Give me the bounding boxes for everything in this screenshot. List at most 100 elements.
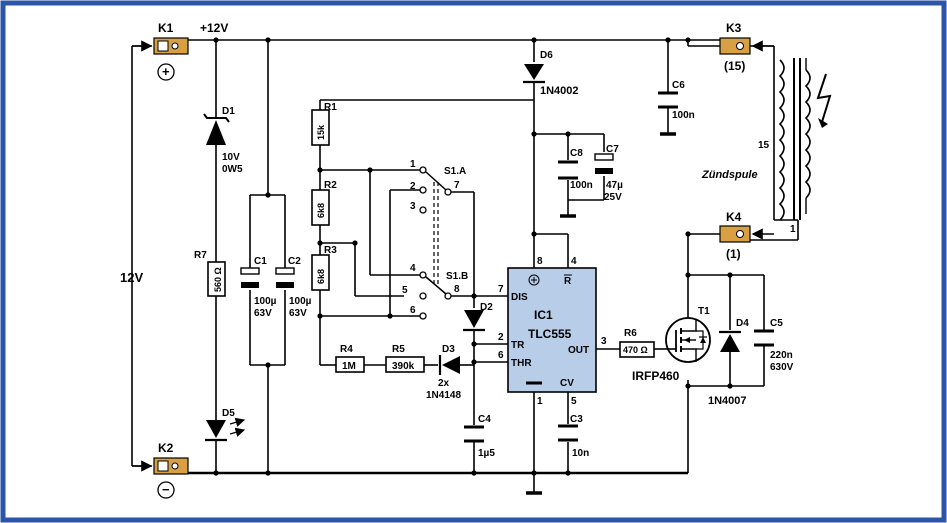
junctions [213,37,733,476]
label-c4: C4 [478,414,491,425]
label-d3-value: 1N4148 [426,390,461,401]
ic-plus-symbol-icon [528,274,540,286]
label-d5: D5 [222,408,235,419]
label-k3: K3 [726,21,742,35]
ic-pin-label-cv: CV [560,378,574,389]
spark-icon [816,73,832,123]
resistor-r2 [311,189,330,226]
label-c8: C8 [570,148,583,159]
label-coil-pin15: 15 [758,140,770,151]
capacitor-c8 [558,160,578,180]
label-r3-value: 6k8 [316,269,326,284]
label-s1a: S1.A [444,166,466,177]
label-c1-v2: 63V [254,308,272,319]
label-s1-p3: 3 [410,201,416,212]
label-r1: R1 [324,102,337,113]
label-r6: R6 [624,328,637,339]
label-minus: − [162,482,170,497]
label-c3: C3 [570,414,583,425]
diode-d2 [463,310,485,332]
resistor-r7 [207,261,226,297]
ic-pin-label-tr: TR [511,340,525,351]
label-c8-value: 100n [570,180,593,191]
ic-pin-8: 8 [537,256,543,267]
ignition-coil [778,58,811,221]
label-c7-v1: 47µ [606,180,623,191]
minus-circle-icon [157,481,175,499]
label-r5: R5 [392,344,405,355]
label-c6: C6 [672,80,685,91]
label-s1-p8: 8 [454,284,460,295]
ic-pin-1: 1 [537,396,543,407]
ic-pin-label-r: R [564,276,572,287]
label-c2-v1: 100µ [289,296,312,307]
ic-pin-label-out: OUT [568,345,589,356]
label-c3-value: 10n [572,448,589,459]
label-c7: C7 [606,144,619,155]
plus-circle-icon [157,63,175,81]
label-t1: T1 [698,306,710,317]
connector-k4 [719,225,751,243]
label-k4: K4 [726,210,742,224]
label-r4: R4 [340,344,353,355]
connector-k3 [719,37,751,55]
ic-pin-7: 7 [498,284,504,295]
resistor-r6 [619,341,655,358]
capacitor-c5 [754,329,774,347]
label-c2: C2 [288,256,301,267]
capacitor-c4 [464,425,484,443]
label-r1-value: 15k [316,124,326,140]
label-supply-rail: +12V [200,21,228,35]
zener-diode-d1 [203,113,230,145]
switch-wipers [425,171,447,295]
switch-gang-link [433,182,439,286]
label-r6-value: 470 Ω [623,345,648,355]
ic-pin-3: 3 [601,336,607,347]
input-arrows [132,40,774,472]
ic-pin-6: 6 [498,350,504,361]
mosfet-t1 [665,317,711,363]
label-t1-part: IRFP460 [632,369,680,383]
label-c5-v1: 220n [770,350,793,361]
label-s1-p2: 2 [410,181,416,192]
wires [131,39,799,495]
label-d3-qty: 2x [438,378,450,389]
label-c5: C5 [770,318,783,329]
capacitor-c6 [658,91,678,109]
label-c1: C1 [254,256,267,267]
label-input-voltage: 12V [120,270,143,285]
capacitor-c3 [558,424,578,442]
label-c1-v1: 100µ [254,296,277,307]
label-d4: D4 [736,318,749,329]
label-c2-v2: 63V [289,308,307,319]
label-r3: R3 [324,245,337,256]
label-s1-p1: 1 [410,159,416,170]
ic-pin-5: 5 [571,396,577,407]
label-c5-v2: 630V [770,362,794,373]
resistor-r4 [335,356,365,373]
label-k1: K1 [158,21,174,35]
label-c4-value: 1µ5 [478,448,495,459]
label-s1-p7: 7 [454,180,460,191]
resistor-r5 [385,356,425,373]
ic1-name: IC1 [534,308,553,322]
label-d6-value: 1N4002 [540,85,579,97]
label-d2: D2 [480,302,493,313]
diode-d6 [523,64,545,84]
label-r2-value: 6k8 [316,203,326,218]
ic-pin-2: 2 [498,332,504,343]
ic1-part: TLC555 [528,327,572,341]
label-c6-value: 100n [672,110,695,121]
label-k2: K2 [158,441,174,455]
label-coil-pin1: 1 [790,224,796,235]
label-r7: R7 [194,250,207,261]
switch-s1a-contacts [419,166,452,320]
led-d5 [205,417,246,442]
label-d1: D1 [222,106,235,117]
label-k4-pin: (1) [726,247,741,261]
label-s1-p4: 4 [410,263,416,274]
label-r4-value: 1M [342,361,356,372]
label-s1-p6: 6 [410,305,416,316]
